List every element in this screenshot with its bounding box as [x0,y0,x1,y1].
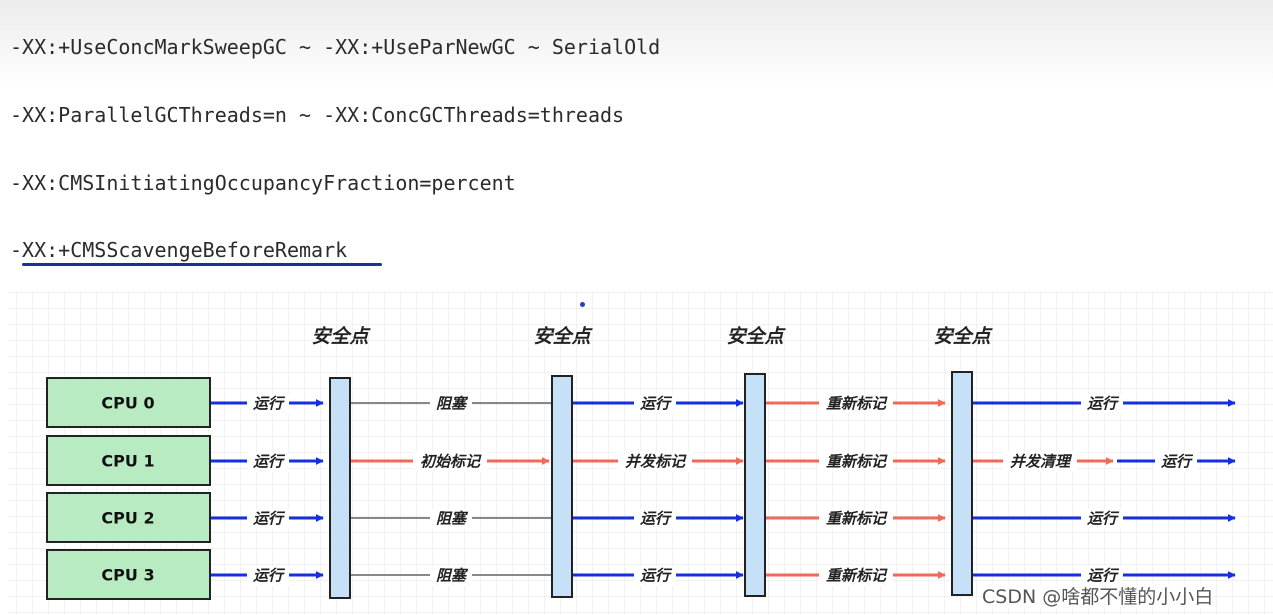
arrow-label: 并发清理 [1010,453,1073,471]
cpu-box [46,435,211,486]
safepoint-bar [551,375,573,598]
safepoint-label: 安全点 [933,326,993,348]
safepoint-bar [329,377,351,599]
arrow-label: 运行 [253,453,286,471]
safepoint-label: 安全点 [726,326,786,348]
arrow-label-bg [819,566,893,586]
arrow-label-bg [430,394,472,414]
option-line-3: -XX:CMSInitiatingOccupancyFraction=perce… [10,171,516,195]
arrow-label-bg [819,394,893,414]
cpu-label: CPU 2 [101,509,154,528]
cpu-label: CPU 3 [101,566,154,585]
arrow-label-bg [247,452,289,472]
cpu-box [46,492,211,543]
arrow-label-bg [247,394,289,414]
arrow-label: 运行 [253,567,286,585]
arrow-label: 运行 [640,510,673,528]
safepoint-bar [744,373,766,597]
arrow-label-bg [247,509,289,529]
arrow-label: 重新标记 [826,567,888,585]
arrow-label: 运行 [640,395,673,413]
arrow-label: 运行 [1087,395,1120,413]
arrow-label: 运行 [1087,567,1120,585]
arrow-label-bg [413,452,487,472]
arrow-label-bg [247,566,289,586]
option-line-2: -XX:ParallelGCThreads=n ~ -XX:ConcGCThre… [10,103,625,127]
arrow-label: 运行 [1161,453,1194,471]
arrow-label-bg [819,452,893,472]
arrow-label: 运行 [253,395,286,413]
cpu-box [46,549,211,600]
arrow-label: 阻塞 [436,510,469,528]
arrow-label: 重新标记 [826,510,888,528]
arrow-label: 并发标记 [625,453,687,471]
arrow-label-bg [1003,452,1077,472]
arrow-label: 阻塞 [436,395,469,413]
safepoint-label: 安全点 [311,326,371,348]
arrow-label-bg [1081,509,1123,529]
arrow-label: 重新标记 [826,395,888,413]
arrow-label-bg [430,509,472,529]
arrow-label: 重新标记 [826,453,888,471]
safepoint-bar [951,371,973,596]
arrow-label-bg [430,566,472,586]
arrow-label: 初始标记 [420,453,482,471]
arrow-label-bg [1081,566,1123,586]
arrow-label: 运行 [640,567,673,585]
arrow-label-bg [1155,452,1197,472]
arrow-label: 运行 [1087,510,1120,528]
arrow-label-bg [1081,394,1123,414]
arrow-label-bg [634,566,676,586]
arrow-label-bg [618,452,692,472]
arrow-label: 阻塞 [436,567,469,585]
arrow-label-bg [634,394,676,414]
cpu-label: CPU 1 [101,452,154,471]
option-line-4: -XX:+CMSScavengeBeforeRemark [10,238,348,262]
top-background [0,0,1273,90]
cpu-box [46,377,211,428]
arrow-label-bg [634,509,676,529]
csdn-watermark: CSDN @啥都不懂的小小白 [982,582,1214,609]
arrow-label: 运行 [253,510,286,528]
option-line-1: -XX:+UseConcMarkSweepGC ~ -XX:+UseParNew… [10,35,661,59]
highlight-underline [22,263,382,266]
cpu-label: CPU 0 [101,394,154,413]
cms-gc-diagram: 安全点安全点安全点安全点CPU 0CPU 1CPU 2CPU 3运行阻塞运行重新… [10,292,1273,615]
arrow-label-bg [819,509,893,529]
safepoint-label: 安全点 [533,326,593,348]
